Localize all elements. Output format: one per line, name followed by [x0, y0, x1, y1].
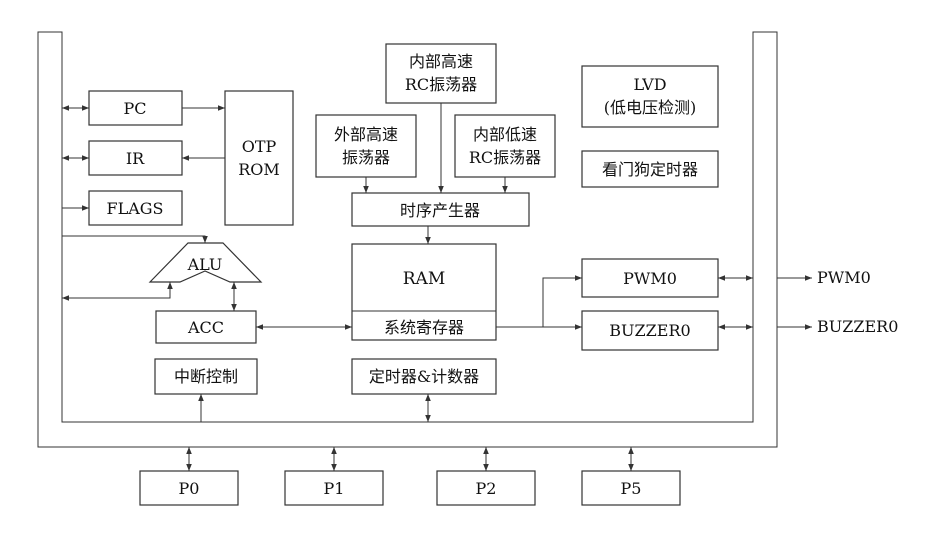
- internal-ls-oscillator-label-1: 内部低速: [473, 125, 537, 144]
- pwm0-label: PWM0: [623, 269, 677, 288]
- internal-hs-oscillator-label-1: 内部高速: [409, 52, 473, 71]
- system-bus-frame: [37, 31, 778, 448]
- pwm0-block: [581, 258, 719, 298]
- port-p0-label: P0: [179, 479, 200, 498]
- acc-label: ACC: [187, 318, 224, 337]
- timer-counter-label: 定时器&计数器: [369, 367, 479, 386]
- external-oscillator-label-2: 振荡器: [342, 148, 390, 167]
- otp-label: OTP: [242, 137, 277, 156]
- sysreg-to-pwm0-arrow: [496, 275, 582, 328]
- lvd-label-1: LVD: [633, 75, 666, 94]
- clock-generator-block: [351, 192, 530, 227]
- port-p1-block: [284, 470, 384, 506]
- external-oscillator-label-1: 外部高速: [334, 125, 398, 144]
- port-p5-label: P5: [621, 479, 642, 498]
- otp-rom-block: [224, 90, 294, 226]
- port-p1-label: P1: [324, 479, 345, 498]
- port-p2-label: P2: [476, 479, 497, 498]
- ir-block: [88, 140, 183, 176]
- system-register-label: 系统寄存器: [384, 318, 464, 337]
- bus-to-alu-arrow: [62, 235, 208, 243]
- lvd-label-2: (低电压检测): [604, 98, 697, 117]
- buzzer0-label: BUZZER0: [609, 321, 690, 340]
- alu-block: [148, 242, 263, 283]
- interrupt-control-block: [154, 358, 258, 395]
- lvd-block: [581, 65, 719, 128]
- ram-label: RAM: [403, 269, 445, 289]
- clock-generator-label: 时序产生器: [400, 201, 480, 220]
- port-p2-block: [436, 470, 536, 506]
- ram-block: [351, 243, 497, 341]
- port-p5-block: [581, 470, 681, 506]
- watchdog-timer-label: 看门狗定时器: [602, 160, 698, 179]
- internal-hs-oscillator-label-2: RC振荡器: [405, 75, 477, 94]
- internal-ls-oscillator-label-2: RC振荡器: [469, 148, 541, 167]
- timer-counter-block: [351, 358, 497, 395]
- acc-block: [155, 310, 257, 344]
- internal-hs-oscillator-block: [385, 43, 497, 104]
- flags-label: FLAGS: [106, 199, 163, 218]
- ir-label: IR: [126, 149, 145, 168]
- watchdog-timer-block: [581, 150, 719, 188]
- buzzer0-output-label: BUZZER0: [817, 317, 898, 336]
- buzzer0-block: [581, 310, 719, 351]
- flags-block: [88, 190, 183, 226]
- rom-label: ROM: [238, 160, 280, 179]
- interrupt-control-label: 中断控制: [174, 367, 238, 386]
- alu-bus-arrow: [62, 282, 173, 301]
- internal-ls-oscillator-block: [454, 114, 556, 178]
- pc-label: PC: [123, 99, 146, 118]
- alu-label: ALU: [187, 255, 223, 274]
- port-p0-block: [139, 470, 239, 506]
- pwm0-output-label: PWM0: [817, 268, 871, 287]
